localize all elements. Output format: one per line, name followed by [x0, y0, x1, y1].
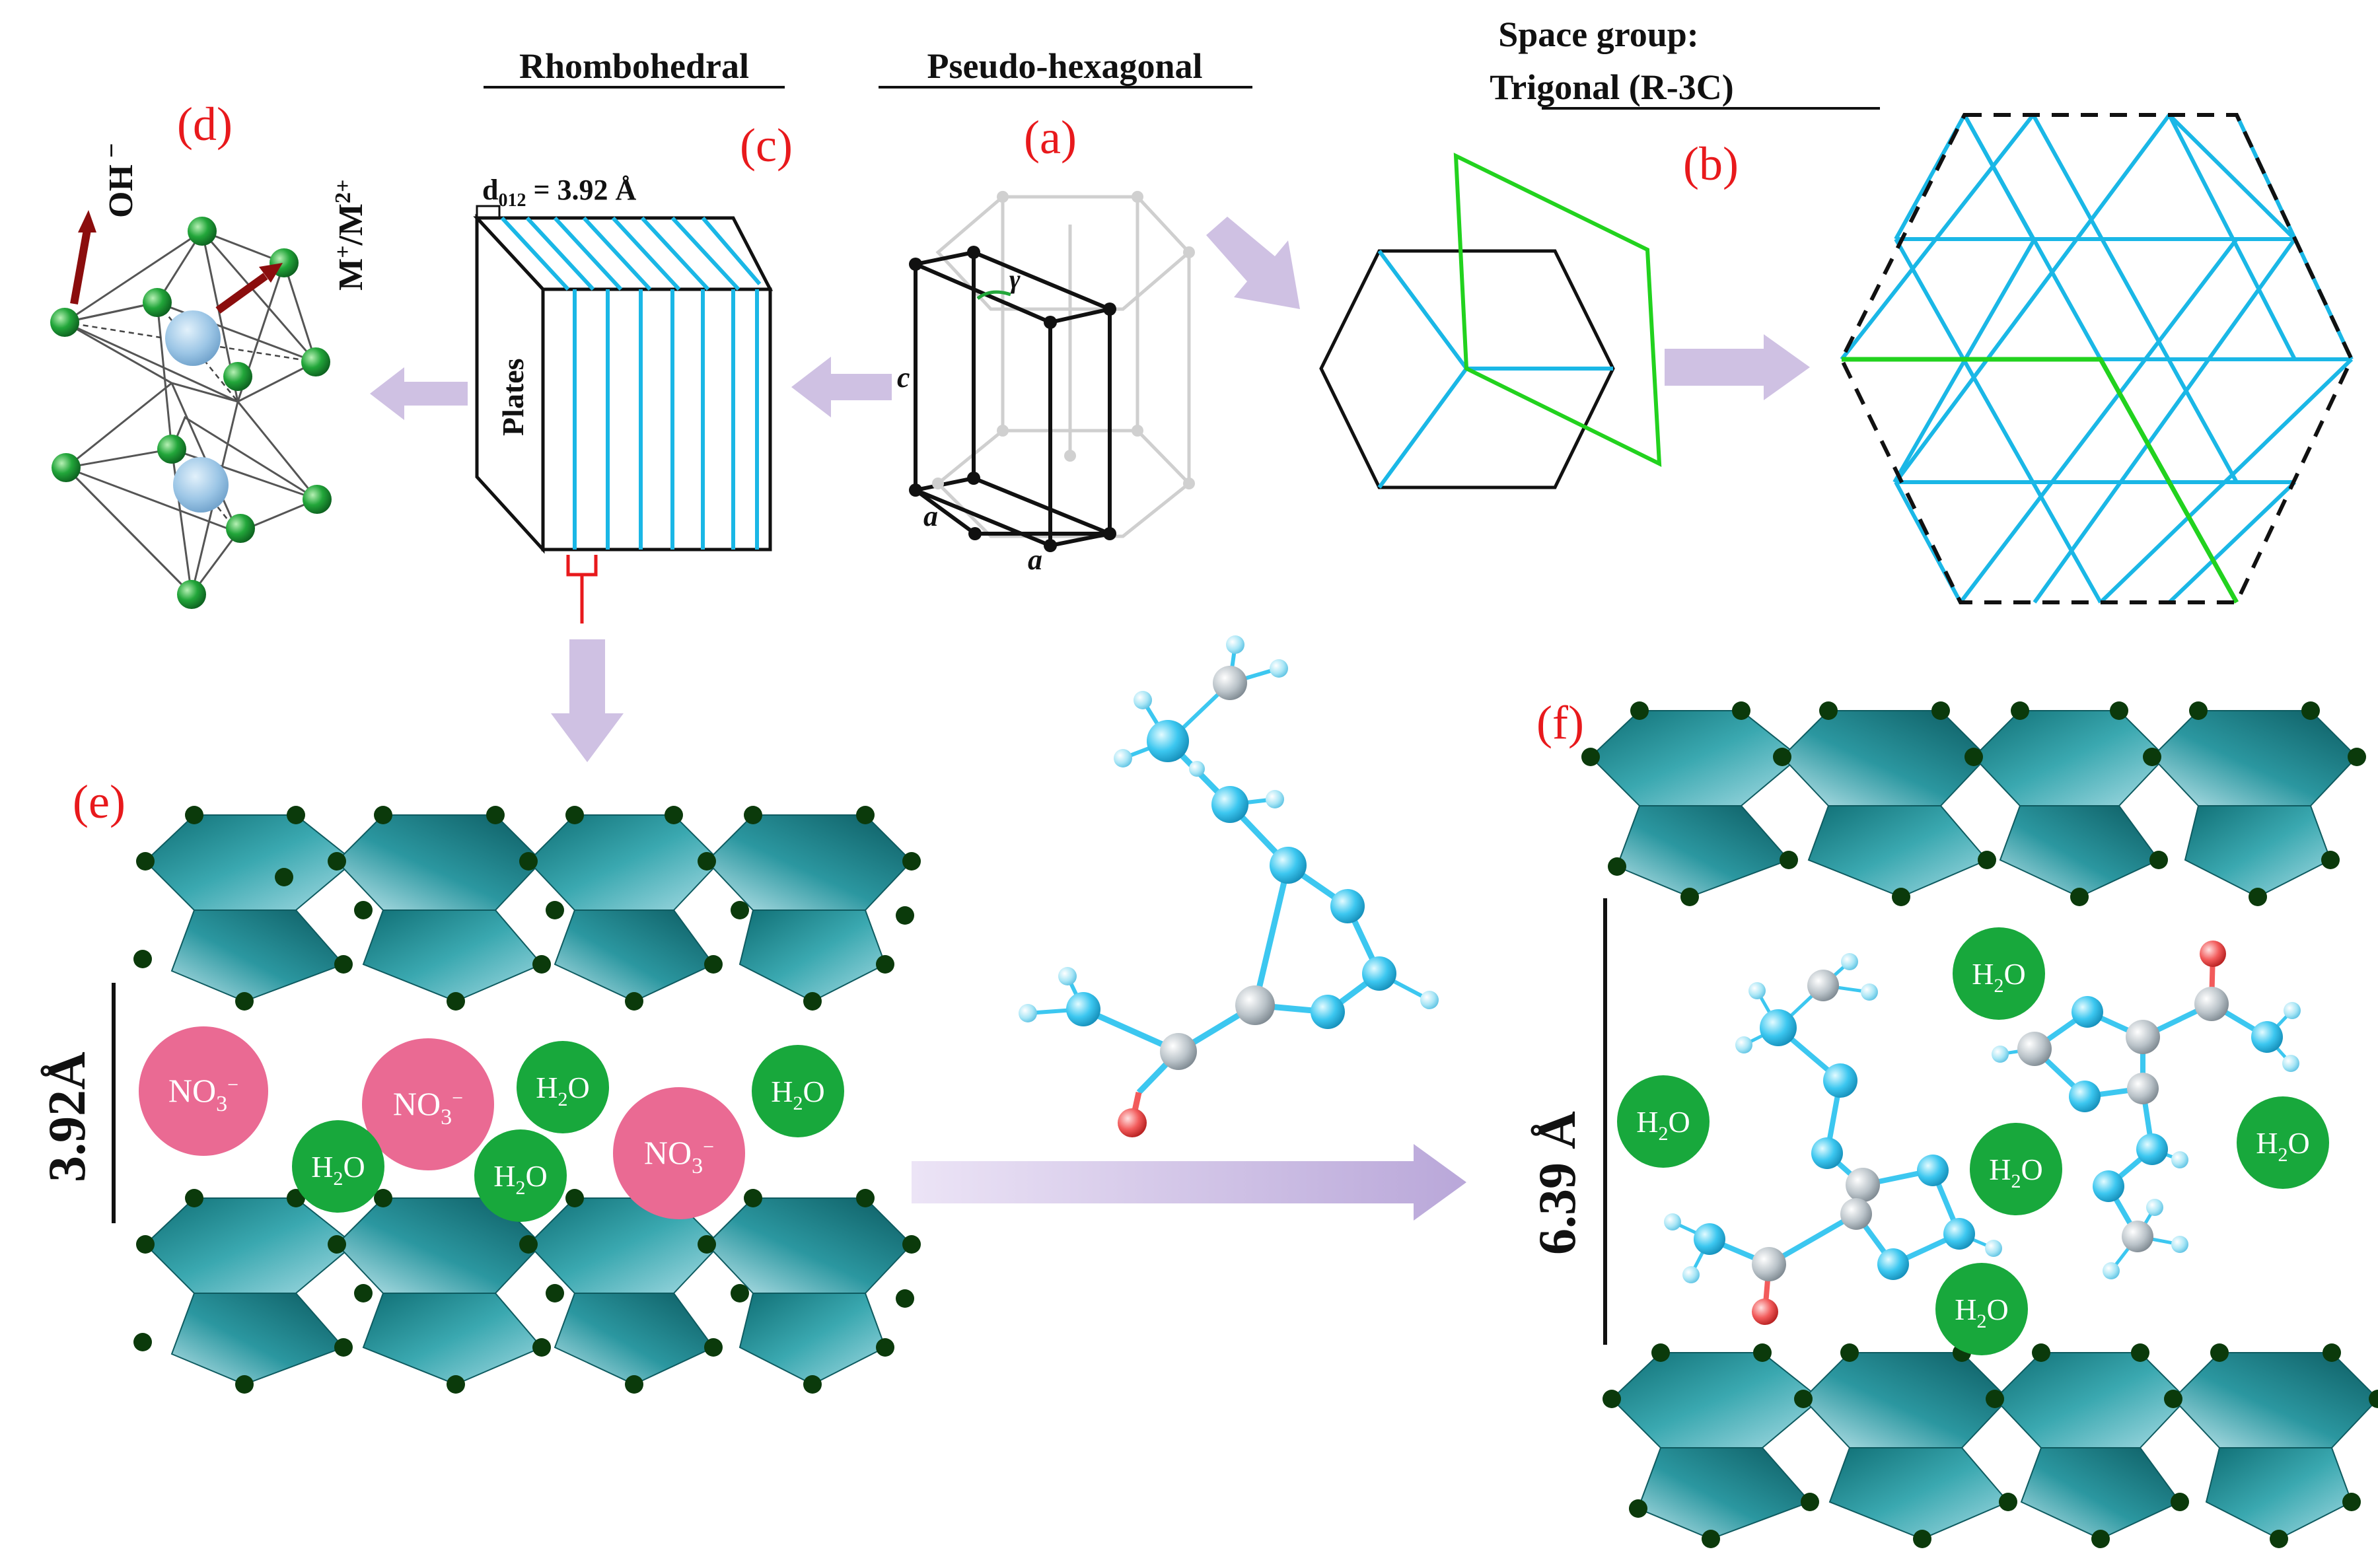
panel-label-e: (e): [73, 775, 126, 828]
nitrate-ion: NO3−: [613, 1087, 745, 1219]
hydroxyl-atom: [223, 362, 252, 391]
water-molecule: H2O: [474, 1129, 567, 1222]
svg-text:H2O: H2O: [1972, 957, 2025, 997]
oh-label: OH−: [96, 143, 140, 218]
svg-text:H2O: H2O: [1955, 1293, 2008, 1332]
c-axis-label: c: [897, 361, 910, 394]
header-pseudo-hexagonal: Pseudo-hexagonal: [879, 46, 1252, 89]
water-molecule: H2O: [292, 1120, 384, 1213]
svg-text:H2O: H2O: [2256, 1126, 2309, 1166]
header-trigonal-text: Trigonal (R-3C): [1490, 67, 1733, 107]
header-rhombohedral-text: Rhombohedral: [519, 46, 749, 86]
nitrate-ion: NO3−: [139, 1026, 268, 1156]
panel-e-bottom-layer: [133, 1189, 921, 1394]
hydroxyl-atom: [52, 453, 81, 482]
svg-text:H2O: H2O: [771, 1075, 824, 1114]
svg-text:H2O: H2O: [1989, 1153, 2042, 1192]
central-molecule: [1019, 635, 1439, 1137]
water-molecule: H2O: [1935, 1263, 2028, 1355]
water-molecule: H2O: [2237, 1096, 2329, 1189]
metal-cation-atom: [173, 457, 229, 513]
svg-text:H2O: H2O: [536, 1071, 589, 1110]
panel-c-plates: d012 = 3.92 Å Plates: [473, 174, 774, 624]
panel-a-unit-cell: γ c a a: [897, 191, 1195, 576]
panel-label-c: (c): [740, 119, 793, 172]
a-axis-label-2: a: [1028, 544, 1042, 576]
panel-b-hexagon: [1319, 153, 1662, 489]
metal-arrow: [215, 273, 268, 314]
panel-f-interlayer: H2O H2O H2O H2O H2O: [1617, 927, 2329, 1355]
header-space-group: Space group:: [1498, 15, 1699, 54]
hydroxyl-atom: [226, 514, 255, 543]
arrow-c-to-d: [370, 367, 468, 420]
spacing-label-f: 6.39 Å: [1529, 1111, 1587, 1255]
panel-f-bottom-layer: [1603, 1343, 2378, 1548]
nitrate-ion: NO3−: [362, 1038, 494, 1170]
header-pseudo-hexagonal-text: Pseudo-hexagonal: [927, 46, 1202, 86]
svg-text:H2O: H2O: [1636, 1105, 1690, 1145]
arrow-a-to-b: [1206, 217, 1300, 309]
svg-text:H2O: H2O: [493, 1159, 547, 1199]
panel-label-d: (d): [177, 98, 233, 151]
metal-ion-label: M+/M2+: [331, 180, 370, 291]
arrow-e-to-f: [912, 1144, 1466, 1221]
arrow-a-to-c: [791, 357, 892, 417]
arrow-c-to-e: [551, 639, 624, 762]
panel-d-octahedra: OH− M+/M2+: [50, 143, 370, 609]
hydroxyl-atom: [143, 288, 172, 317]
water-molecule: H2O: [1970, 1123, 2062, 1215]
panel-f-top-layer: [1581, 701, 2366, 906]
metal-cation-atom: [165, 310, 221, 366]
panel-label-b: (b): [1683, 137, 1739, 190]
spacing-label-e: 3.92Å: [38, 1051, 96, 1182]
svg-text:NO3−: NO3−: [168, 1072, 238, 1116]
hydroxyl-atom: [177, 580, 206, 609]
intercalated-molecule: [1992, 941, 2301, 1279]
hydroxyl-atom: [301, 347, 330, 376]
water-molecule: H2O: [752, 1045, 844, 1137]
hydroxyl-atom: [157, 435, 186, 464]
water-molecule: H2O: [1617, 1075, 1710, 1168]
svg-text:NO3−: NO3−: [644, 1134, 714, 1178]
header-trigonal: Trigonal (R-3C): [1490, 67, 1880, 110]
plates-label: Plates: [496, 358, 530, 436]
water-molecule: H2O: [517, 1041, 609, 1133]
water-molecule: H2O: [1953, 927, 2045, 1020]
panel-label-f: (f): [1536, 696, 1584, 749]
hydroxyl-atom: [188, 217, 217, 246]
gamma-label: γ: [1009, 264, 1021, 294]
svg-text:H2O: H2O: [311, 1150, 365, 1190]
svg-text:NO3−: NO3−: [393, 1085, 463, 1129]
oh-arrow: [70, 229, 91, 305]
panel-e-top-layer: [133, 806, 921, 1011]
panel-e-interlayer: NO3− NO3− NO3− H2O H2O H2O H2O: [139, 1026, 844, 1222]
hydroxyl-atom: [50, 308, 79, 337]
header-rhombohedral: Rhombohedral: [484, 46, 785, 89]
a-axis-label-1: a: [923, 500, 938, 532]
panel-b-lattice: [1839, 113, 2354, 604]
arrow-to-lattice: [1665, 334, 1810, 400]
intercalated-molecule: [1664, 953, 2002, 1325]
d-spacing-label: d012 = 3.92 Å: [482, 174, 637, 211]
hydroxyl-atom: [303, 485, 332, 514]
panel-label-a: (a): [1024, 111, 1077, 164]
